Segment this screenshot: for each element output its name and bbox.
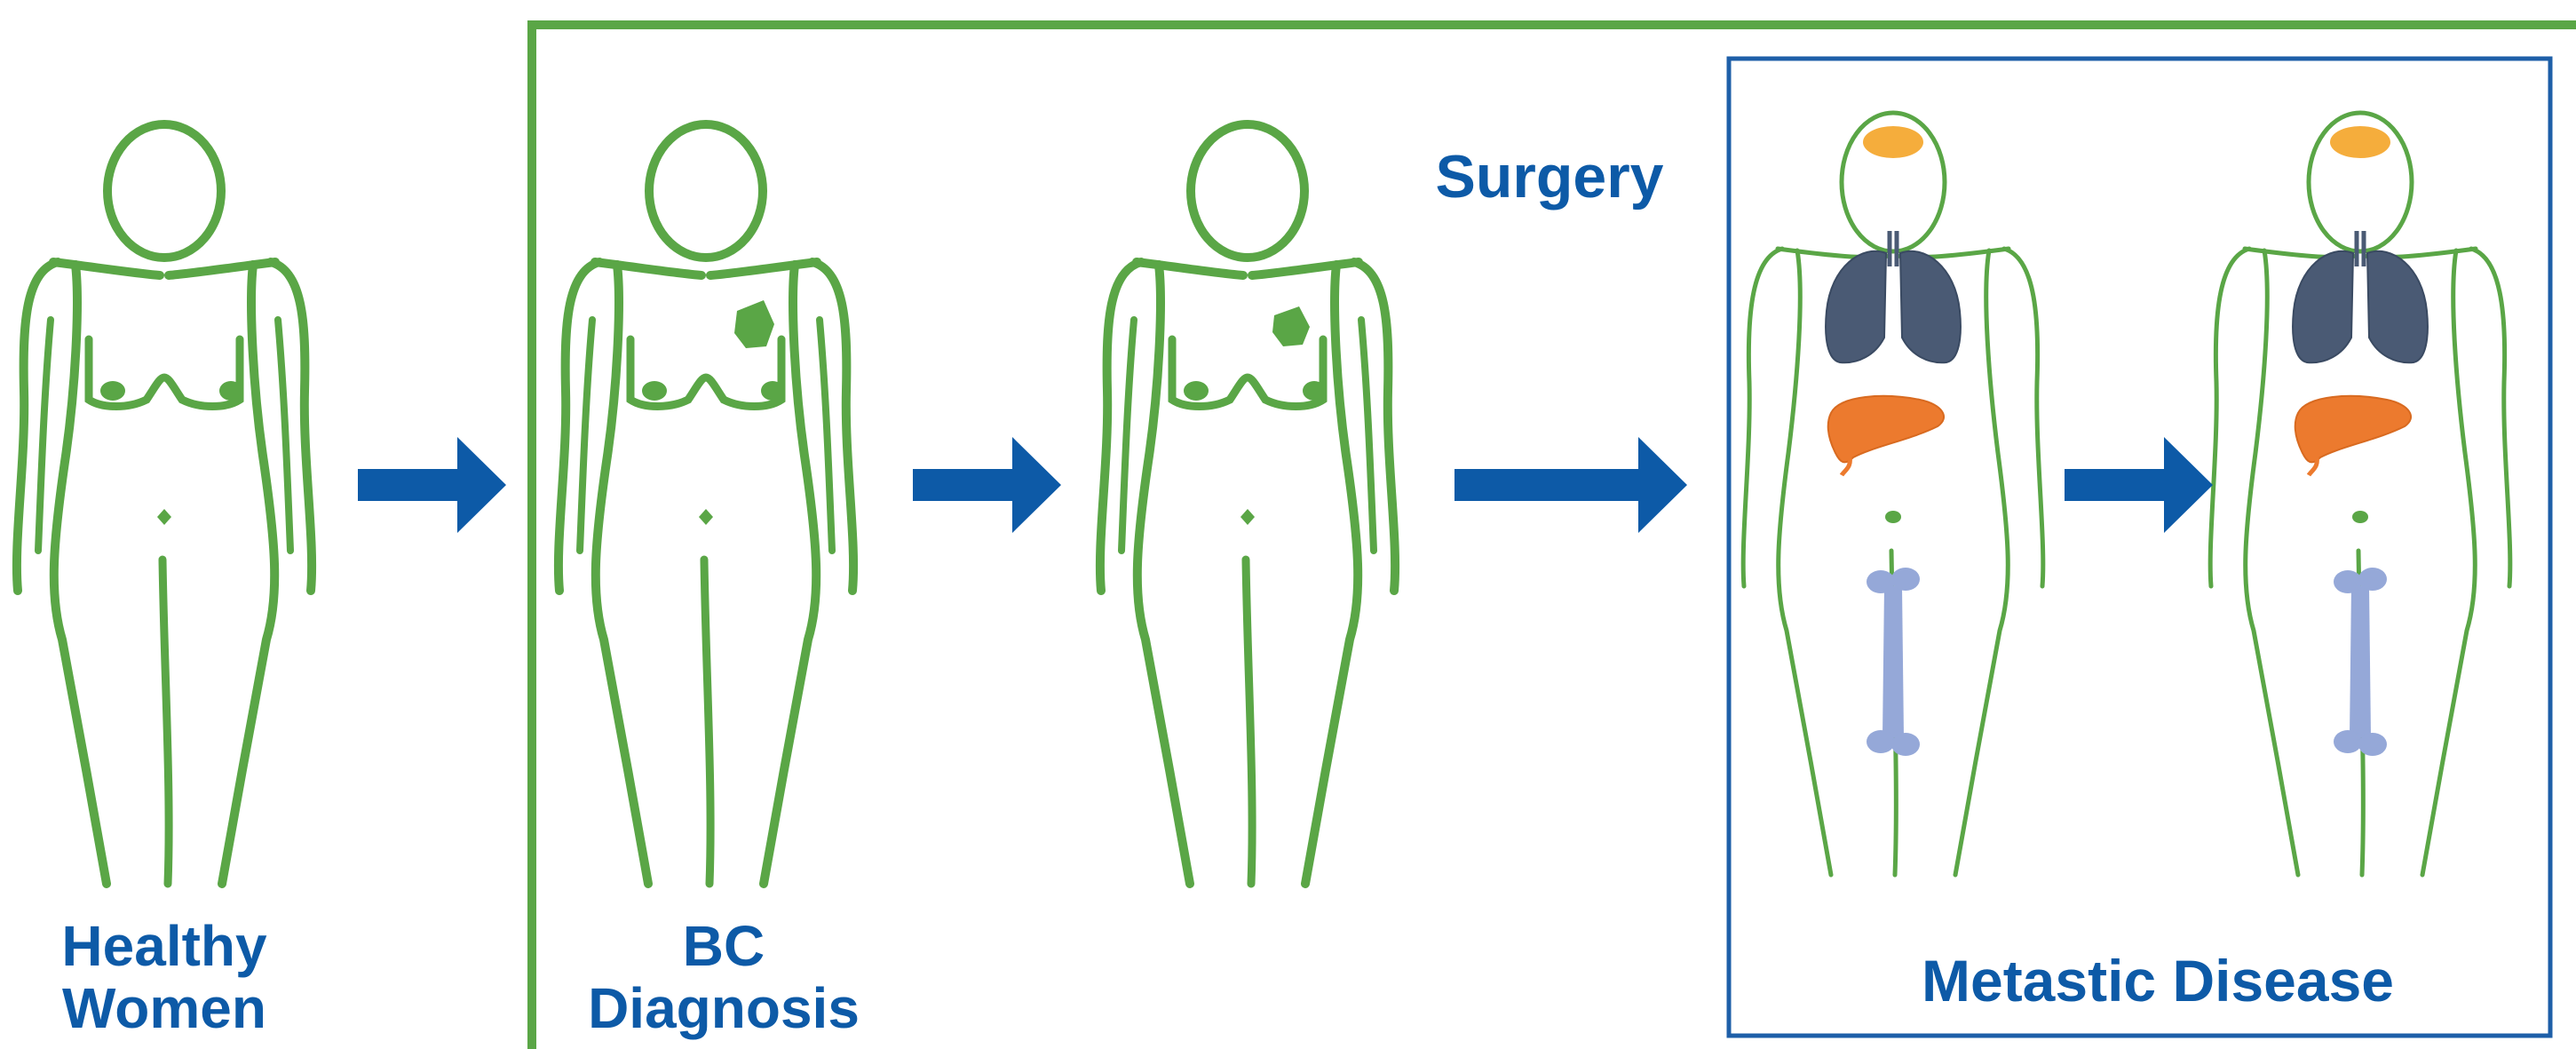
- woman-post-surgery-figure: [1100, 124, 1395, 884]
- bc-label-line1: BC: [582, 915, 866, 977]
- healthy-woman-figure: [17, 124, 312, 884]
- woman-with-breast-tumor-figure: [559, 124, 853, 884]
- bc-label-line2: Diagnosis: [582, 977, 866, 1039]
- bc-diagnosis-label: BC Diagnosis: [582, 915, 866, 1040]
- progression-arrow-icon: [358, 437, 506, 533]
- progression-arrow-icon: [2065, 437, 2213, 533]
- progression-arrow-icon: [1454, 437, 1687, 533]
- progression-arrow-icon: [913, 437, 1061, 533]
- healthy-label-line2: Women: [36, 977, 293, 1039]
- metastatic-disease-frame: [1729, 59, 2550, 1036]
- healthy-women-label: Healthy Women: [36, 915, 293, 1040]
- metastatic-disease-label: Metastic Disease: [1847, 949, 2469, 1013]
- woman-with-metastases-figure: [1743, 113, 2043, 875]
- healthy-label-line1: Healthy: [36, 915, 293, 977]
- woman-with-metastases-figure: [2210, 113, 2510, 875]
- surgery-label: Surgery: [1421, 144, 1678, 211]
